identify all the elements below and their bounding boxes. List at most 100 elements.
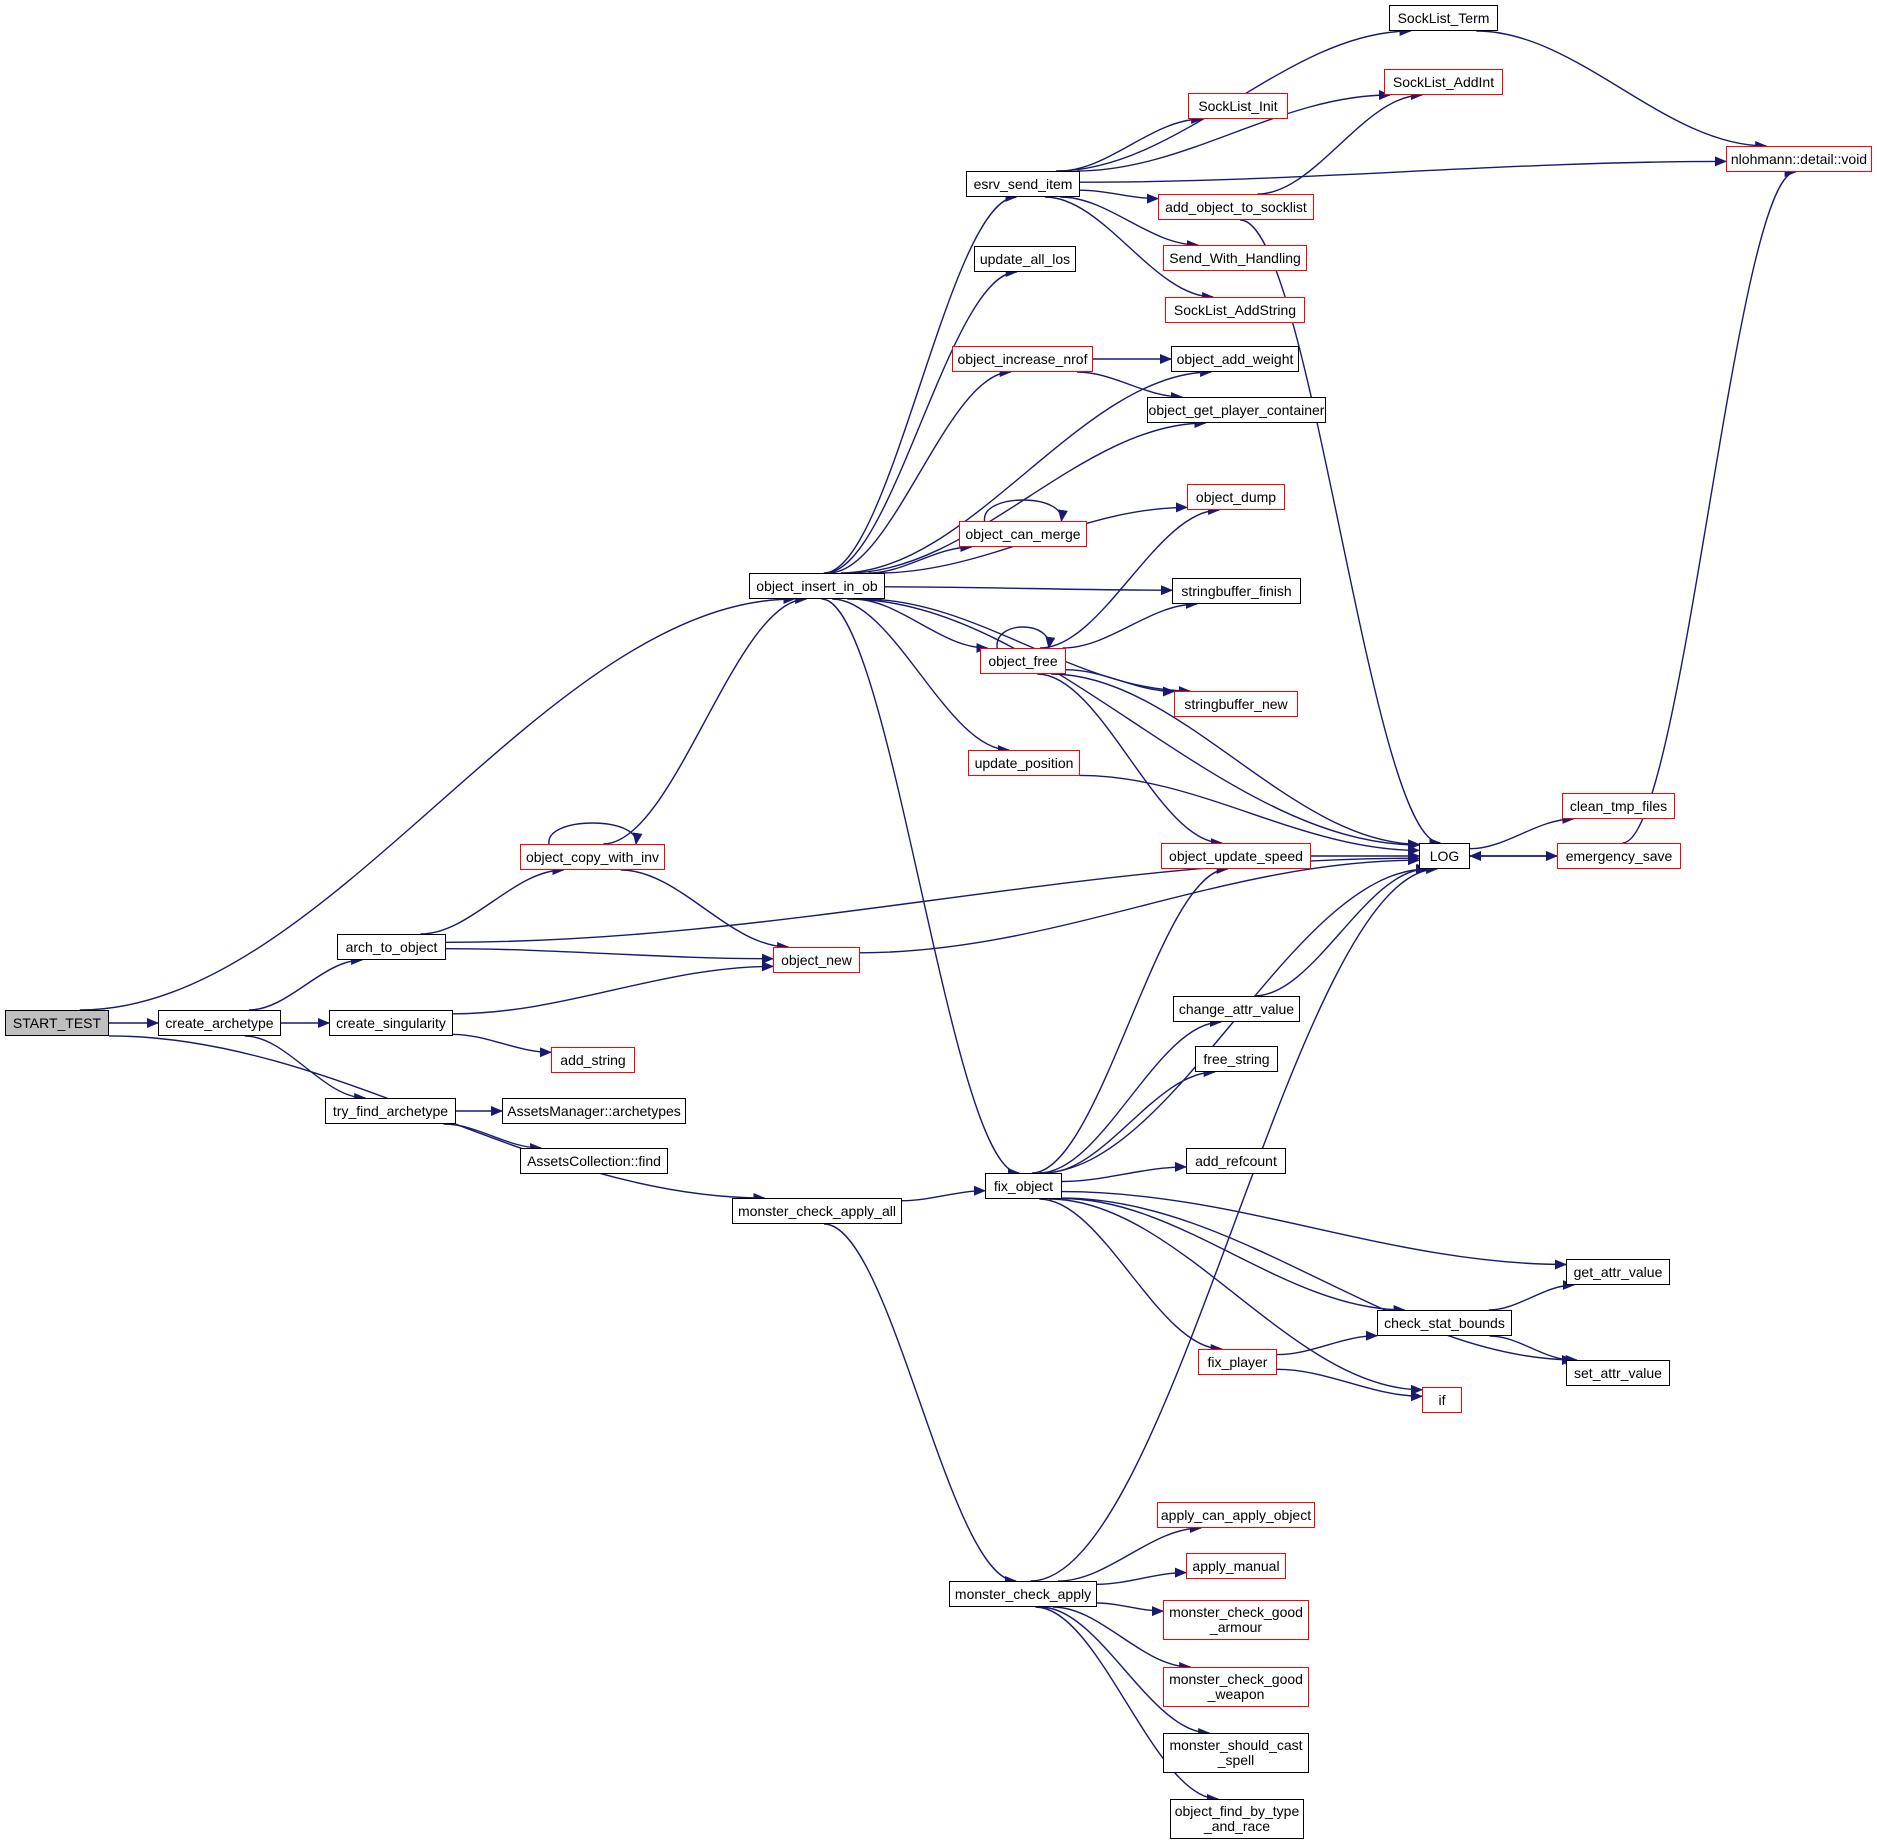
edge-check-stat-bounds-to-get-attr-value xyxy=(1488,1280,1575,1311)
edge-fix-player-to-if xyxy=(1276,1368,1423,1402)
edge-object-free-to-object-dump xyxy=(1039,505,1221,649)
node-update-all-los[interactable]: update_all_los xyxy=(974,246,1076,272)
node-esrv-send-item[interactable]: esrv_send_item xyxy=(966,171,1080,197)
node-try-find-archetype[interactable]: try_find_archetype xyxy=(325,1098,456,1124)
edge-object-copy-with-inv-to-object-insert-in-ob xyxy=(603,594,808,845)
node-if[interactable]: if xyxy=(1422,1387,1462,1413)
node-object-copy-with-inv[interactable]: object_copy_with_inv xyxy=(520,844,665,870)
node-monster-check-good-armour[interactable]: monster_check_good _armour xyxy=(1163,1600,1309,1640)
node-arch-to-object[interactable]: arch_to_object xyxy=(337,934,446,960)
node-log[interactable]: LOG xyxy=(1419,843,1470,869)
edge-esrv-send-item-to-nlohmann-detail-void xyxy=(1079,156,1727,183)
edge-object-free-to-log xyxy=(1051,673,1420,850)
node-object-can-merge[interactable]: object_can_merge xyxy=(959,521,1087,547)
edge-object-insert-in-ob-to-log xyxy=(847,598,1420,850)
edge-object-insert-in-ob-to-update-all-los xyxy=(825,267,1018,574)
edge-object-copy-with-inv-to-object-new xyxy=(620,869,790,952)
node-object-insert-in-ob[interactable]: object_insert_in_ob xyxy=(749,573,885,599)
node-free-string[interactable]: free_string xyxy=(1195,1046,1278,1072)
edge-arch-to-object-to-object-copy-with-inv xyxy=(420,865,565,935)
edge-monster-check-apply-to-apply-manual xyxy=(1096,1567,1187,1585)
node-object-add-weight[interactable]: object_add_weight xyxy=(1171,346,1299,372)
edge-monster-check-apply-to-object-find-by-type-and-race xyxy=(1035,1606,1219,1804)
node-assets-collection-find[interactable]: AssetsCollection::find xyxy=(520,1148,668,1174)
node-monster-check-apply-all[interactable]: monster_check_apply_all xyxy=(732,1198,902,1224)
edge-fix-object-to-add-refcount xyxy=(1061,1161,1187,1183)
edge-object-insert-in-ob-to-object-can-merge xyxy=(868,542,973,574)
node-monster-check-good-weapon[interactable]: monster_check_good _weapon xyxy=(1163,1667,1309,1707)
node-check-stat-bounds[interactable]: check_stat_bounds xyxy=(1377,1310,1512,1336)
edge-object-new-to-log xyxy=(859,855,1420,954)
edge-object-insert-in-ob-to-object-add-weight xyxy=(840,367,1213,574)
edge-emergency-save-to-nlohmann-detail-void xyxy=(1622,167,1797,844)
node-add-string[interactable]: add_string xyxy=(551,1047,635,1073)
node-add-object-to-socklist[interactable]: add_object_to_socklist xyxy=(1158,194,1314,220)
edge-start-test-to-object-insert-in-ob xyxy=(79,594,796,1011)
edge-object-free-to-object-free xyxy=(996,626,1056,649)
node-change-attr-value[interactable]: change_attr_value xyxy=(1173,996,1300,1022)
node-start-test[interactable]: START_TEST xyxy=(5,1010,109,1036)
edge-esrv-send-item-to-socklist-addstring xyxy=(1044,196,1215,302)
edge-add-object-to-socklist-to-socklist-addint xyxy=(1257,90,1423,195)
edge-try-find-archetype-to-assets-collection-find xyxy=(443,1123,543,1153)
node-object-find-by-type-and-race[interactable]: object_find_by_type _and_race xyxy=(1170,1799,1304,1839)
node-fix-object[interactable]: fix_object xyxy=(985,1173,1062,1199)
node-update-position[interactable]: update_position xyxy=(968,750,1080,776)
edge-object-insert-in-ob-to-update-position xyxy=(832,598,1010,755)
node-object-dump[interactable]: object_dump xyxy=(1187,484,1285,510)
node-create-singularity[interactable]: create_singularity xyxy=(329,1010,453,1036)
node-socklist-init[interactable]: SockList_Init xyxy=(1188,93,1288,119)
edge-socklist-term-to-nlohmann-detail-void xyxy=(1476,30,1768,151)
node-apply-can-apply-object[interactable]: apply_can_apply_object xyxy=(1157,1502,1315,1528)
node-object-get-player-container[interactable]: object_get_player_container xyxy=(1147,397,1326,423)
node-object-update-speed[interactable]: object_update_speed xyxy=(1161,843,1311,869)
node-monster-should-cast-spell[interactable]: monster_should_cast _spell xyxy=(1163,1733,1309,1773)
node-stringbuffer-new[interactable]: stringbuffer_new xyxy=(1174,691,1298,717)
edge-arch-to-object-to-object-new xyxy=(445,948,774,964)
node-emergency-save[interactable]: emergency_save xyxy=(1557,843,1681,869)
edge-object-insert-in-ob-to-object-increase-nrof xyxy=(828,367,1012,574)
node-socklist-addstring[interactable]: SockList_AddString xyxy=(1165,297,1305,323)
edge-fix-object-to-object-update-speed xyxy=(1031,864,1229,1174)
node-monster-check-apply[interactable]: monster_check_apply xyxy=(949,1581,1097,1607)
edge-fix-player-to-check-stat-bounds xyxy=(1276,1330,1378,1356)
node-apply-manual[interactable]: apply_manual xyxy=(1186,1553,1286,1579)
node-nlohmann-detail-void[interactable]: nlohmann::detail::void xyxy=(1726,146,1872,172)
node-stringbuffer-finish[interactable]: stringbuffer_finish xyxy=(1172,578,1301,604)
edge-fix-object-to-set-attr-value xyxy=(1061,1197,1578,1365)
edge-fix-object-to-check-stat-bounds xyxy=(1061,1197,1406,1315)
edge-object-free-to-object-update-speed xyxy=(1037,673,1223,848)
node-set-attr-value[interactable]: set_attr_value xyxy=(1566,1360,1670,1386)
edge-monster-check-apply-to-monster-check-good-armour xyxy=(1096,1602,1164,1617)
edge-arch-to-object-to-log xyxy=(445,853,1420,943)
edge-create-archetype-to-try-find-archetype xyxy=(244,1035,367,1103)
edge-create-singularity-to-object-new xyxy=(452,961,774,1015)
node-fix-player[interactable]: fix_player xyxy=(1198,1349,1277,1375)
edge-object-insert-in-ob-to-fix-object xyxy=(821,598,1020,1178)
edge-object-insert-in-ob-to-stringbuffer-finish xyxy=(884,585,1173,596)
edge-log-to-clean-tmp-files xyxy=(1469,814,1575,850)
node-socklist-addint[interactable]: SockList_AddInt xyxy=(1384,69,1503,95)
edge-object-increase-nrof-to-object-get-player-container xyxy=(1076,371,1183,402)
edge-object-free-to-stringbuffer-finish xyxy=(1062,599,1198,649)
node-clean-tmp-files[interactable]: clean_tmp_files xyxy=(1562,793,1675,819)
node-object-free[interactable]: object_free xyxy=(980,648,1066,674)
edge-object-insert-in-ob-to-object-free xyxy=(852,598,989,653)
node-object-new[interactable]: object_new xyxy=(773,947,860,973)
edge-fix-object-to-fix-player xyxy=(1039,1198,1223,1354)
node-socklist-term[interactable]: SockList_Term xyxy=(1389,5,1498,31)
edge-create-singularity-to-add-string xyxy=(452,1033,552,1058)
edge-monster-check-apply-all-to-fix-object xyxy=(901,1185,986,1202)
node-add-refcount[interactable]: add_refcount xyxy=(1186,1148,1286,1174)
node-create-archetype[interactable]: create_archetype xyxy=(158,1010,281,1036)
edge-object-free-to-stringbuffer-new xyxy=(1065,669,1175,697)
node-assets-manager-archetypes[interactable]: AssetsManager::archetypes xyxy=(502,1098,686,1124)
node-get-attr-value[interactable]: get_attr_value xyxy=(1566,1259,1670,1285)
edge-create-archetype-to-arch-to-object xyxy=(248,955,364,1011)
edge-fix-object-to-if xyxy=(1048,1198,1423,1395)
node-object-increase-nrof[interactable]: object_increase_nrof xyxy=(952,346,1093,372)
edge-object-insert-in-ob-to-stringbuffer-new xyxy=(863,598,1191,696)
node-send-with-handling[interactable]: Send_With_Handling xyxy=(1163,245,1307,271)
